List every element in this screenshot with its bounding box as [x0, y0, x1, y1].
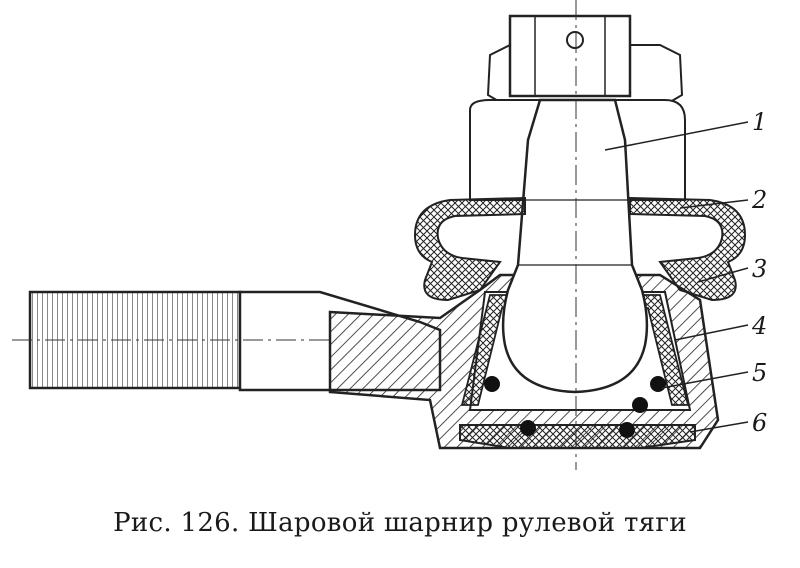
callout-4: 4: [751, 312, 767, 340]
dust-boot: [413, 196, 526, 302]
dust-boot-right: [629, 196, 747, 302]
spring: [484, 376, 666, 438]
callout-6: 6: [752, 409, 767, 437]
callout-5: 5: [752, 359, 767, 387]
figure-caption: Рис. 126. Шаровой шарнир рулевой тяги: [113, 508, 687, 538]
plug: [459, 424, 696, 449]
nut: [486, 14, 684, 106]
callout-3: 3: [752, 255, 767, 283]
callout-1: 1: [752, 108, 767, 136]
callout-2: 2: [751, 186, 767, 214]
leader-lines: [604, 121, 749, 433]
liner: [460, 294, 690, 406]
ball-pin: [501, 98, 649, 394]
